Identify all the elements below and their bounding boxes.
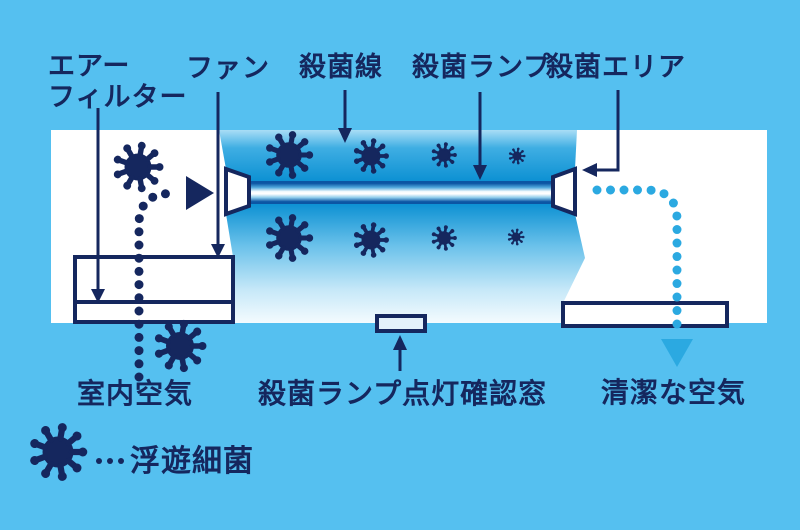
arrowhead-fan — [211, 244, 225, 258]
legend-bacteria-label: 浮遊細菌 — [130, 445, 254, 478]
lamp-electrode-right — [551, 166, 577, 217]
legend-row: 浮遊細菌 — [86, 436, 254, 480]
clean-air-dotted-path — [592, 185, 682, 335]
label-clean-air: 清潔な空気 — [601, 377, 747, 408]
arrowhead-germicidal-lamp — [473, 165, 487, 180]
clean-air-flow-arrow — [661, 339, 693, 367]
label-air-filter-line2: フィルター — [48, 82, 188, 113]
legend-ellipsis-dots — [96, 458, 124, 464]
label-air-filter-line1: エアー — [48, 51, 131, 81]
fan-filter-box — [73, 255, 235, 324]
lamp-indicator-window — [375, 314, 427, 333]
arrowhead-indicator-window — [393, 335, 407, 350]
outlet-box — [561, 301, 729, 328]
bacteria-icon — [154, 319, 207, 373]
label-germicidal-ray: 殺菌線 — [299, 52, 383, 82]
leader-lines — [96, 90, 620, 371]
lamp-electrode-left — [224, 166, 251, 217]
label-germicidal-area: 殺菌エリア — [546, 52, 686, 82]
arrowhead-air-filter — [91, 289, 105, 303]
label-fan: ファン — [186, 53, 270, 83]
label-indicator-window: 殺菌ランプ点灯確認窓 — [258, 378, 548, 409]
room-air-dotted-path — [134, 188, 179, 382]
room-air-flow-arrow — [186, 176, 214, 210]
leader-germicidal-area — [596, 90, 620, 172]
leader-arrowheads — [91, 128, 597, 350]
label-germicidal-lamp: 殺菌ランプ — [412, 52, 552, 82]
germicidal-lamp-tube — [248, 181, 554, 204]
arrowhead-germicidal-area — [582, 163, 597, 177]
arrowhead-germicidal-ray — [338, 128, 352, 143]
uv-cone-upper — [219, 130, 577, 181]
label-room-air: 室内空気 — [77, 378, 194, 409]
label-air-filter: エアー フィルター — [48, 51, 187, 113]
uv-cone-lower — [226, 204, 585, 323]
bacteria-legend-icon — [29, 422, 87, 481]
